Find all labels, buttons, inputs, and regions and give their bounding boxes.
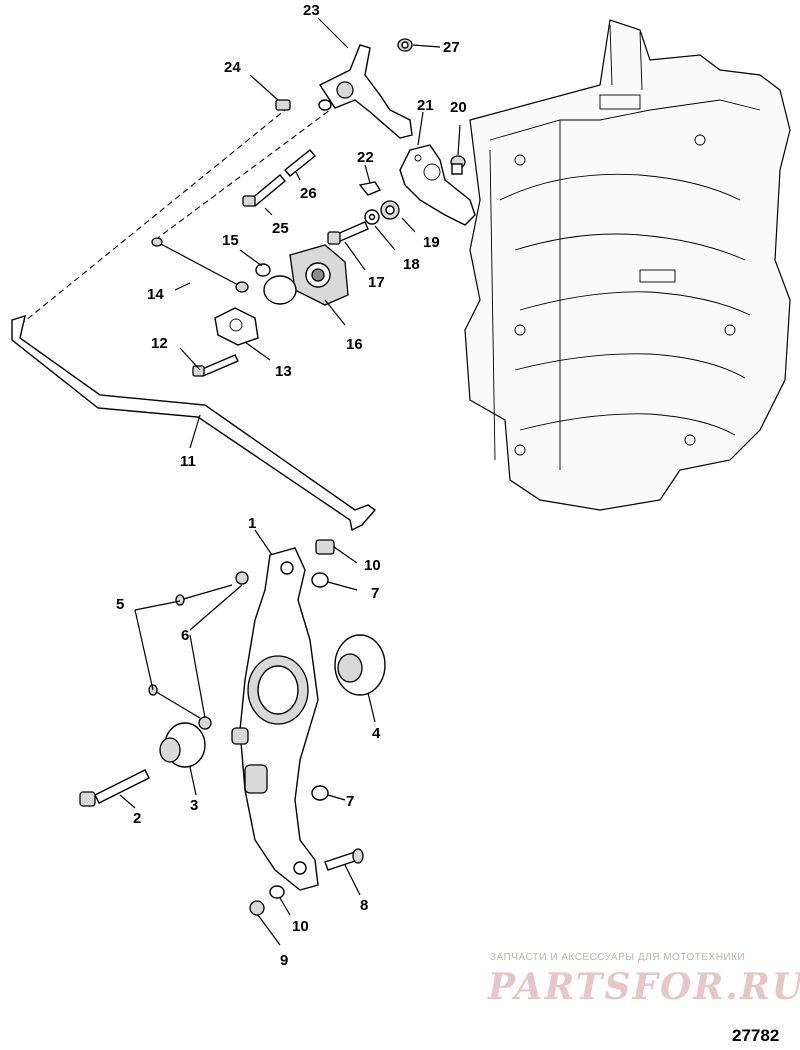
- callout-1: 1: [248, 515, 256, 532]
- callout-7-lower: 7: [346, 793, 354, 810]
- callout-12: 11: [180, 453, 196, 470]
- callout-18: 17: [368, 274, 385, 291]
- part-16-clamp: [255, 263, 297, 305]
- part-8-stud: [324, 848, 364, 871]
- callout-8: 8: [360, 897, 368, 914]
- part-23-clip: [358, 181, 382, 196]
- part-18-bolt: [327, 221, 369, 245]
- callout-17: 16: [346, 336, 363, 353]
- part-21-screw: [450, 155, 466, 175]
- part-19-washer: [364, 209, 380, 225]
- part-4-roller: [334, 634, 386, 696]
- part-7-lower-bushing: [311, 785, 329, 801]
- callout-15: 14: [147, 286, 164, 303]
- part-5-screw-lower: [148, 684, 201, 719]
- part-2-bolt: [79, 769, 150, 807]
- part-14-plate: [214, 307, 259, 346]
- part-3-spacer: [159, 722, 206, 768]
- callout-9: 9: [280, 952, 288, 969]
- callout-21: 20: [450, 99, 467, 116]
- callout-19: 18: [403, 256, 420, 273]
- part-12-link-rod: [11, 314, 377, 532]
- callout-26: 25: [272, 220, 289, 237]
- watermark-subtitle: ЗАПЧАСТИ И АКСЕССУАРЫ ДЛЯ МОТОТЕХНИКИ: [490, 952, 746, 963]
- callout-6: 6: [181, 627, 189, 644]
- callout-22: 21: [417, 97, 434, 114]
- part-25-ball-joint: [275, 99, 291, 111]
- part-20-bushing: [380, 200, 400, 220]
- callout-7-upper: 7: [371, 585, 379, 602]
- callout-27: 26: [300, 185, 317, 202]
- figure-number: 27782: [732, 1026, 780, 1045]
- callout-5: 5: [116, 596, 124, 613]
- callout-13: 12: [151, 335, 168, 352]
- dashed-leaders: [19, 109, 331, 326]
- callout-leaders: [119, 17, 461, 946]
- callout-14: 13: [275, 363, 292, 380]
- part-10-washer: [269, 885, 285, 899]
- callout-28: 27: [443, 39, 460, 56]
- part-7-upper-bushing: [311, 572, 329, 588]
- part-17-throttle-position-sensor: [289, 244, 349, 306]
- part-26-bolt: [242, 174, 286, 207]
- part-15-link-rod: [151, 237, 249, 293]
- engine-block: [464, 19, 791, 511]
- part-6-nut-upper: [235, 571, 249, 585]
- part-6-nut-lower: [198, 716, 212, 730]
- part-27-pin: [284, 149, 316, 177]
- part-9-nut: [249, 900, 265, 916]
- callout-25: 24: [224, 59, 241, 76]
- callout-23: 22: [357, 149, 374, 166]
- part-22-bracket: [399, 144, 476, 226]
- callout-2: 2: [133, 810, 141, 827]
- callout-11: 10: [364, 557, 381, 574]
- callout-16: 15: [222, 232, 239, 249]
- part-24-throttle-lever: [318, 44, 413, 139]
- part-5-screw-upper: [175, 584, 233, 606]
- callout-10: 10: [292, 918, 309, 935]
- callout-labels: 23 27 24 21 20 22 26 25 19 18 17 15 16 1…: [116, 2, 467, 969]
- part-11-fitting: [315, 539, 335, 555]
- callout-24: 23: [303, 2, 320, 19]
- part-28-nut: [397, 38, 413, 52]
- callout-20: 19: [423, 234, 440, 251]
- callout-4: 4: [372, 725, 381, 742]
- part-1-throttle-arm: [231, 547, 319, 891]
- part-13-screw: [192, 354, 239, 377]
- callout-3: 3: [190, 797, 198, 814]
- watermark-logo: PARTSFOR.RU: [488, 966, 800, 1008]
